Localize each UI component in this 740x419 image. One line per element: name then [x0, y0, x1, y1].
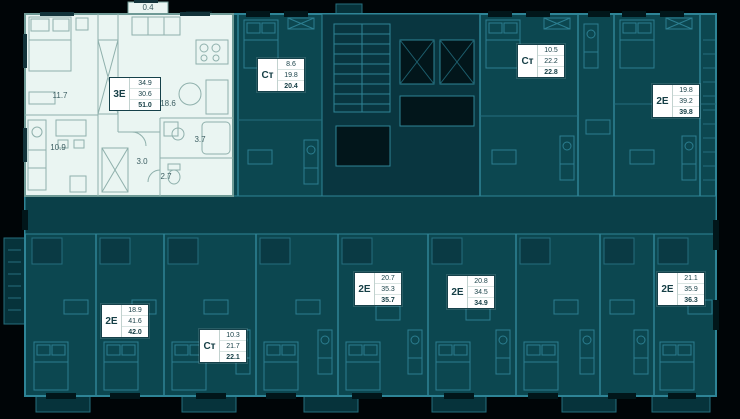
apartment-areas: 8.6 19.8 20.4 — [278, 59, 304, 91]
apartment-areas: 18.9 41.6 42.0 — [122, 305, 148, 337]
area-value: 35.7 — [381, 296, 395, 304]
area-value: 22.2 — [538, 56, 564, 67]
apartment-badge-2e-bottom-center-2[interactable]: 2Е 20.8 34.5 34.9 — [447, 275, 495, 309]
area-value: 34.5 — [468, 287, 494, 298]
area-value: 10.3 — [220, 330, 246, 341]
apartment-badge-st-bottom[interactable]: Ст 10.3 21.7 22.1 — [199, 329, 247, 363]
apartment-badge-2e-bottom-right[interactable]: 2Е 21.1 35.9 36.3 — [657, 272, 705, 306]
area-value: 10.5 — [538, 45, 564, 56]
area-value: 18.9 — [122, 305, 148, 316]
bathroom-boxes — [31, 237, 689, 265]
stair-core — [321, 13, 481, 197]
top-apartment-walls — [237, 14, 701, 196]
apartment-badge-2e-top-right[interactable]: 2Е 19.8 39.2 39.8 — [652, 84, 700, 118]
area-value: 21.7 — [220, 341, 246, 352]
area-value: 35.3 — [375, 284, 401, 295]
apartment-areas: 20.7 35.3 35.7 — [375, 273, 401, 305]
apartment-type-label: 3Е — [110, 78, 130, 110]
apartment-type-label: 2Е — [653, 85, 673, 117]
corridor — [24, 195, 717, 235]
area-value: 39.2 — [673, 96, 699, 107]
apartment-areas: 34.9 30.6 51.0 — [130, 78, 160, 110]
apartment-badge-2e-bottom-left[interactable]: 2Е 18.9 41.6 42.0 — [101, 304, 149, 338]
area-value: 30.6 — [130, 89, 160, 100]
exterior-balconies — [3, 3, 711, 413]
apartment-type-label: 2Е — [102, 305, 122, 337]
apartment-type-label: Ст — [200, 330, 220, 362]
apartment-areas: 10.5 22.2 22.8 — [538, 45, 564, 77]
highlighted-apartment-plan[interactable] — [23, 0, 234, 197]
apartment-areas: 21.1 35.9 36.3 — [678, 273, 704, 305]
area-value: 34.9 — [474, 299, 488, 307]
apartment-badge-2e-bottom-center-1[interactable]: 2Е 20.7 35.3 35.7 — [354, 272, 402, 306]
apartment-type-label: Ст — [258, 59, 278, 91]
apartment-type-label: Ст — [518, 45, 538, 77]
area-value: 51.0 — [138, 101, 152, 109]
area-value: 42.0 — [128, 328, 142, 336]
area-value: 35.9 — [678, 284, 704, 295]
apartment-type-label: 2Е — [355, 273, 375, 305]
area-value: 22.8 — [544, 68, 558, 76]
apartment-badge-st-top-center[interactable]: Ст 10.5 22.2 22.8 — [517, 44, 565, 78]
apartment-type-label: 2Е — [448, 276, 468, 308]
area-value: 36.3 — [684, 296, 698, 304]
apartment-areas: 20.8 34.5 34.9 — [468, 276, 494, 308]
area-value: 41.6 — [122, 316, 148, 327]
apartment-areas: 10.3 21.7 22.1 — [220, 330, 246, 362]
apartment-areas: 19.8 39.2 39.8 — [673, 85, 699, 117]
area-value: 19.8 — [278, 70, 304, 81]
area-value: 19.8 — [673, 85, 699, 96]
area-value: 22.1 — [226, 353, 240, 361]
apartment-badge-3e-selected[interactable]: 3Е 34.9 30.6 51.0 — [109, 77, 161, 111]
area-value: 20.7 — [375, 273, 401, 284]
area-value: 39.8 — [679, 108, 693, 116]
area-value: 8.6 — [278, 59, 304, 70]
area-value: 20.4 — [284, 82, 298, 90]
right-window-strip — [703, 39, 715, 181]
apartment-badge-st-top-left[interactable]: Ст 8.6 19.8 20.4 — [257, 58, 305, 92]
area-value: 34.9 — [130, 78, 160, 89]
area-value: 21.1 — [678, 273, 704, 284]
bottom-apartment-walls — [95, 234, 655, 396]
apartment-type-label: 2Е — [658, 273, 678, 305]
area-value: 20.8 — [468, 276, 494, 287]
